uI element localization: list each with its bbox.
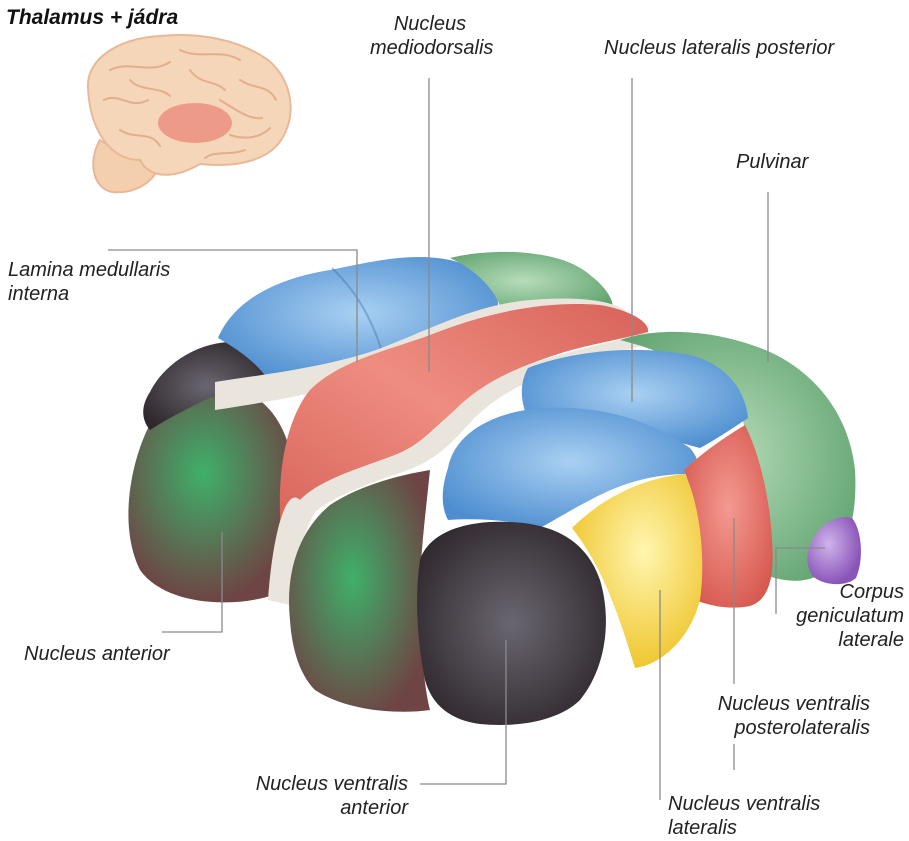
label-line: Nucleus anterior [24,642,170,666]
label-line: Corpus [780,580,904,604]
label-nucleus-lateralis-posterior: Nucleus lateralis posterior [604,36,834,60]
label-nucleus-ventralis-posterolateralis: Nucleus ventralis posterolateralis [690,692,870,740]
label-line: posterolateralis [690,716,870,740]
label-nucleus-mediodorsalis: Nucleus mediodorsalis [370,12,490,60]
label-line: lateralis [668,816,820,840]
label-line: Nucleus ventralis [690,692,870,716]
label-nucleus-ventralis-lateralis: Nucleus ventralis lateralis [668,792,820,840]
label-line: Nucleus [370,12,490,36]
label-line: interna [8,282,170,306]
label-line: Nucleus lateralis posterior [604,36,834,60]
brain-thumbnail-icon [88,35,291,192]
label-line: Lamina medullaris [8,258,170,282]
label-line: Pulvinar [736,150,808,174]
region-nucleus-ventralis-anterior [417,522,606,725]
brain-thalamus-highlight [158,103,232,143]
label-line: anterior [226,796,408,820]
label-corpus-geniculatum-laterale: Corpus geniculatum laterale [780,580,904,652]
label-line: Nucleus ventralis [668,792,820,816]
label-line: mediodorsalis [370,36,490,60]
label-nucleus-ventralis-anterior: Nucleus ventralis anterior [226,772,408,820]
label-lamina-medullaris-interna: Lamina medullaris interna [8,258,170,306]
label-nucleus-anterior: Nucleus anterior [24,642,170,666]
label-line: laterale [780,628,904,652]
label-line: geniculatum [780,604,904,628]
page-title: Thalamus + jádra [6,6,178,30]
label-pulvinar: Pulvinar [736,150,808,174]
label-line: Nucleus ventralis [226,772,408,796]
